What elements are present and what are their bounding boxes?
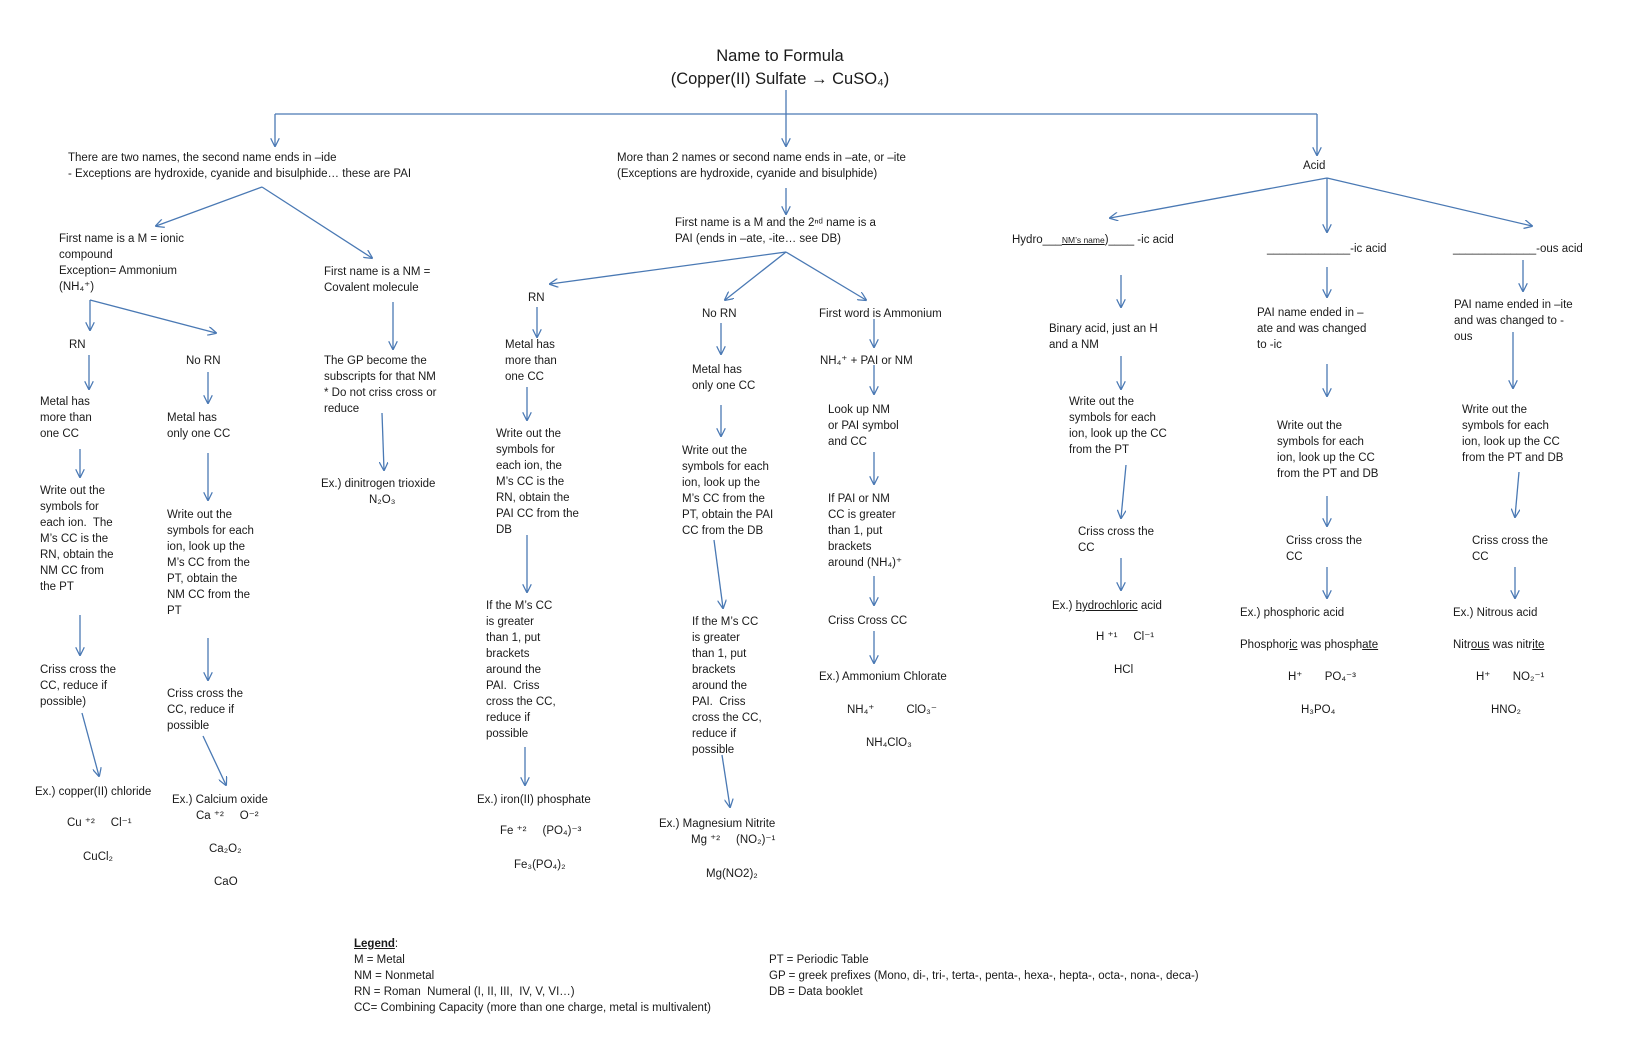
ate-rn-example: Ex.) iron(II) phosphate [477,794,591,806]
ate-norn-label: No RN [702,308,737,320]
ate-rn-ions: Fe ⁺² (PO₄)⁻³ [500,825,582,837]
legend-right: PT = Periodic Table GP = greek prefixes … [769,954,1199,998]
ate-pai-node: First name is a M and the 2ⁿᵈ name is a … [675,217,876,245]
ide-rn-step3: Criss cross the CC, reduce if possible) [40,664,117,708]
acid-hydro-example: Ex.) hydrochloric acid [1052,600,1162,612]
ate-amm-ions: NH₄⁺ ClO₃⁻ [847,704,937,716]
arrow-to-ate-norn [725,251,787,300]
chart-title: Name to Formula [716,47,844,65]
ate-header: More than 2 names or second name ends in… [617,152,906,180]
ate-amm-step3: If PAI or NM CC is greater than 1, put b… [828,493,903,569]
acid-ic-step2: Write out the symbols for each ion, look… [1277,420,1379,480]
ate-ammonium-label: First word is Ammonium [819,308,942,320]
arrow-to-norn [89,299,216,333]
acid-hydro-ions: H ⁺¹ Cl⁻¹ [1096,631,1155,643]
ate-amm-formula: NH₄ClO₃ [866,737,912,749]
acid-hydro-step2: Write out the symbols for each ion, look… [1069,396,1167,456]
ate-rn-step1: Metal has more than one CC [505,339,557,383]
acid-ic-label: _____________-ic acid [1267,243,1387,255]
ide-cov-step1: The GP become the subscripts for that NM… [324,355,437,415]
ate-amm-step4: Criss Cross CC [828,615,908,627]
ate-amm-example: Ex.) Ammonium Chlorate [819,671,947,683]
ide-rn-step1: Metal has more than one CC [40,396,92,440]
ide-covalent-node: First name is a NM = Covalent molecule [324,266,431,294]
ide-norn-ions: Ca ⁺² O⁻² [196,810,259,822]
ide-ionic-node: First name is a M = ionic compound Excep… [59,233,184,293]
ide-norn-formula2: CaO [214,876,238,888]
acid-ic-step3: Criss cross the CC [1286,535,1363,563]
ate-rn-step3: If the M’s CC is greater than 1, put bra… [486,600,556,740]
arrow-rn-4 [81,712,99,776]
ide-norn-formula1: Ca₂O₂ [209,843,242,855]
ide-norn-label: No RN [186,355,221,367]
ate-norn-step2: Write out the symbols for each ion, look… [682,445,774,537]
arrow-to-hydro [1110,177,1328,218]
acid-hydro-formula: HCl [1114,664,1134,676]
ate-amm-step2: Look up NM or PAI symbol and CC [828,404,899,448]
ate-norn-ions: Mg ⁺² (NO₂)⁻¹ [691,834,776,846]
arrow-to-ous [1326,177,1532,226]
arrow-norn-4 [202,735,226,785]
ide-norn-example: Ex.) Calcium oxide [172,794,268,806]
acid-header: Acid [1303,160,1326,172]
ide-cov-formula: N₂O₃ [369,494,396,506]
ide-rn-ions: Cu ⁺² Cl⁻¹ [67,817,132,829]
arrow-to-ammonium [785,251,866,300]
ide-norn-step1: Metal has only one CC [167,412,231,440]
ide-header: There are two names, the second name end… [68,152,412,180]
arrow-to-covalent [261,186,372,258]
acid-ic-example: Ex.) phosphoric acid [1240,607,1345,619]
acid-ous-note: Nitrous was nitrite [1453,639,1545,651]
legend-heading: Legend: [354,938,399,950]
ide-rn-label: RN [69,339,86,351]
acid-hydro-step3: Criss cross the CC [1078,526,1155,554]
acid-ic-formula: H₃PO₄ [1301,704,1336,716]
ate-rn-step2: Write out the symbols for each ion, the … [496,428,579,536]
acid-ous-formula: HNO₂ [1491,704,1522,716]
acid-ic-ions: H⁺ PO₄⁻³ [1288,671,1356,683]
ide-rn-example: Ex.) copper(II) chloride [35,786,152,798]
acid-ous-example: Ex.) Nitrous acid [1453,607,1538,619]
ide-cov-example: Ex.) dinitrogen trioxide [321,478,436,490]
ide-rn-formula: CuCl₂ [83,851,114,863]
acid-ous-label: _____________-ous acid [1453,243,1583,255]
ate-rn-label: RN [528,292,545,304]
acid-ic-step1: PAI name ended in – ate and was changed … [1257,307,1367,351]
ate-norn-step3: If the M’s CC is greater than 1, put bra… [692,616,762,756]
chart-subtitle: (Copper(II) Sulfate → CuSO₄) [670,70,890,88]
acid-ous-ions: H⁺ NO₂⁻¹ [1476,671,1545,683]
acid-hydro-label: Hydro___NM’s name)____ -ic acid [1012,234,1174,246]
arrow-to-ionic [156,186,263,226]
acid-ous-step1: PAI name ended in –ite and was changed t… [1454,299,1573,343]
acid-ous-step2: Write out the symbols for each ion, look… [1462,404,1564,464]
ate-amm-step1: NH₄⁺ + PAI or NM [820,355,913,367]
arrow-to-ate-rn [550,251,787,284]
arrow-ate-norn-3 [713,539,723,608]
ide-norn-step3: Criss cross the CC, reduce if possible [167,688,244,732]
ate-rn-formula: Fe₃(PO₄)₂ [514,859,566,871]
arrow-cov-2 [382,412,384,470]
nm-name-placeholder: NM’s name [1061,235,1105,245]
ide-norn-step2: Write out the symbols for each ion, look… [167,509,254,617]
legend-left: M = Metal NM = Nonmetal RN = Roman Numer… [354,954,711,1014]
ate-norn-step1: Metal has only one CC [692,364,756,392]
acid-ous-step3: Criss cross the CC [1472,535,1549,563]
ate-norn-formula: Mg(NO2)₂ [706,868,758,880]
arrow-hydro-3 [1121,464,1127,518]
acid-ic-note: Phosphoric was phosphate [1240,639,1379,651]
arrow-ous-3 [1515,471,1519,517]
ide-rn-step2: Write out the symbols for each ion. The … [40,485,114,593]
ate-norn-example: Ex.) Magnesium Nitrite [659,818,776,830]
acid-hydro-step1: Binary acid, just an H and a NM [1049,323,1158,351]
arrow-ate-norn-4 [721,754,730,807]
